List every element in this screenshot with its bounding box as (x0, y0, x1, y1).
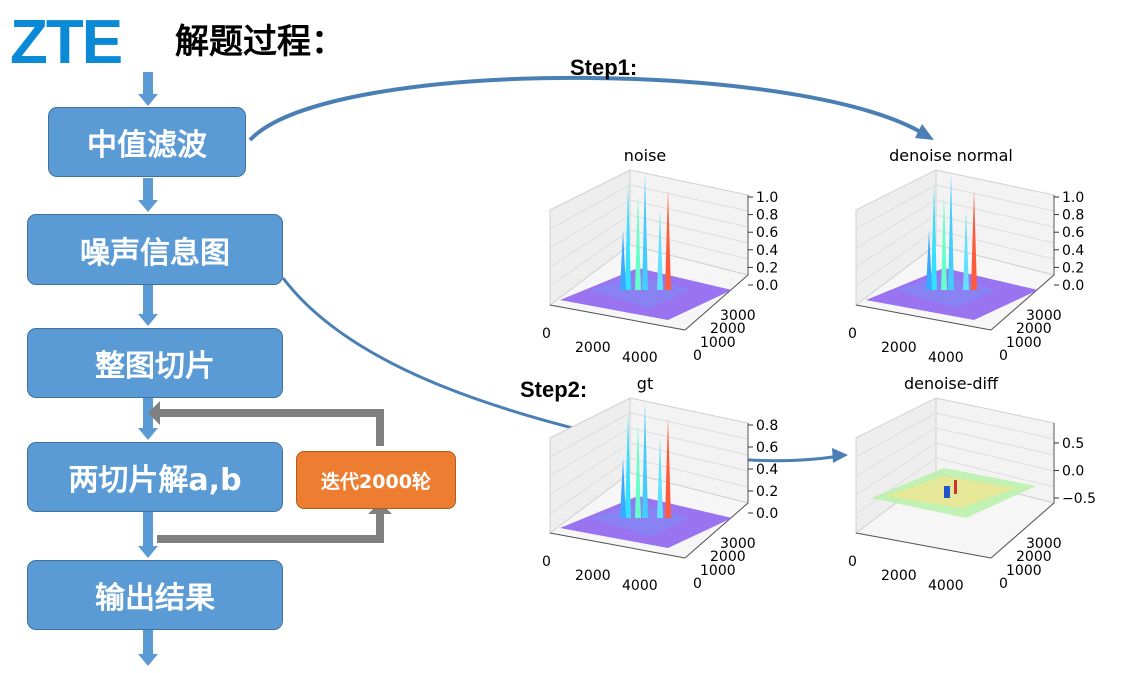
y-tick-label: 0 (693, 348, 702, 364)
page-title: 解题过程： (175, 22, 345, 62)
x-tick-label: 0 (848, 554, 857, 570)
plot-title: noise (623, 146, 667, 165)
plot-title: gt (636, 374, 654, 393)
x-tick-label: 4000 (622, 350, 658, 366)
noise-map-box: 噪声信息图 (27, 214, 283, 285)
y-tick-label: 2000 (1016, 321, 1052, 337)
zte-logo: ZTE (10, 8, 123, 77)
z-tick-label: 0.0 (1062, 278, 1084, 294)
z-tick-label: 1.0 (1062, 190, 1084, 206)
y-tick-label: 3000 (1026, 308, 1062, 324)
step1-arrow (248, 75, 932, 142)
x-tick-label: 4000 (622, 578, 658, 594)
plot-title: denoise normal (889, 146, 1013, 165)
x-tick-label: 2000 (575, 568, 611, 584)
y-tick-label: 2000 (1016, 549, 1052, 565)
z-tick-label: 0.4 (1062, 243, 1084, 259)
z-tick-label: 0.2 (756, 260, 778, 276)
x-tick-label: 4000 (928, 578, 964, 594)
x-tick-label: 2000 (881, 340, 917, 356)
y-tick-label: 2000 (710, 321, 746, 337)
z-tick-label: 0.2 (756, 484, 778, 500)
x-tick-label: 0 (848, 326, 857, 342)
z-tick-label: 0.6 (756, 225, 778, 241)
iteration-box: 迭代2000轮 (296, 451, 456, 509)
solve-ab-box: 两切片解a,b (27, 442, 283, 512)
y-tick-label: 1000 (1006, 335, 1042, 351)
z-tick-label: 0.8 (1062, 208, 1084, 224)
loop-arrows (148, 401, 392, 543)
plot-title: denoise-diff (904, 374, 998, 393)
y-tick-label: 0 (999, 348, 1008, 364)
y-tick-label: 0 (693, 576, 702, 592)
median-filter-box: 中值滤波 (48, 107, 246, 177)
y-tick-label: 0 (999, 576, 1008, 592)
step1-label: Step1: (570, 55, 638, 80)
output-result-box: 输出结果 (27, 560, 283, 630)
z-tick-label: 0.8 (756, 418, 778, 434)
z-tick-label: 0.0 (756, 278, 778, 294)
x-tick-label: 2000 (575, 340, 611, 356)
z-tick-label: 0.0 (756, 506, 778, 522)
y-tick-label: 1000 (1006, 563, 1042, 579)
x-tick-label: 0 (542, 326, 551, 342)
z-tick-label: 0.6 (756, 440, 778, 456)
z-tick-label: −0.5 (1062, 491, 1096, 507)
step2-label: Step2: (520, 377, 588, 402)
down-arrows (138, 72, 158, 666)
z-tick-label: 0.4 (756, 462, 778, 478)
z-tick-label: 0.4 (756, 243, 778, 259)
z-tick-label: 0.8 (756, 208, 778, 224)
y-tick-label: 3000 (720, 308, 756, 324)
y-tick-label: 1000 (700, 335, 736, 351)
z-tick-label: 0.6 (1062, 225, 1084, 241)
y-tick-label: 2000 (710, 549, 746, 565)
z-tick-label: 0.5 (1062, 436, 1084, 452)
y-tick-label: 3000 (720, 536, 756, 552)
z-tick-label: 0.0 (1062, 464, 1084, 480)
y-tick-label: 3000 (1026, 536, 1062, 552)
x-tick-label: 4000 (928, 350, 964, 366)
y-tick-label: 1000 (700, 563, 736, 579)
z-tick-label: 0.2 (1062, 260, 1084, 276)
z-tick-label: 1.0 (756, 190, 778, 206)
x-tick-label: 0 (542, 554, 551, 570)
slice-image-box: 整图切片 (27, 328, 283, 398)
x-tick-label: 2000 (881, 568, 917, 584)
